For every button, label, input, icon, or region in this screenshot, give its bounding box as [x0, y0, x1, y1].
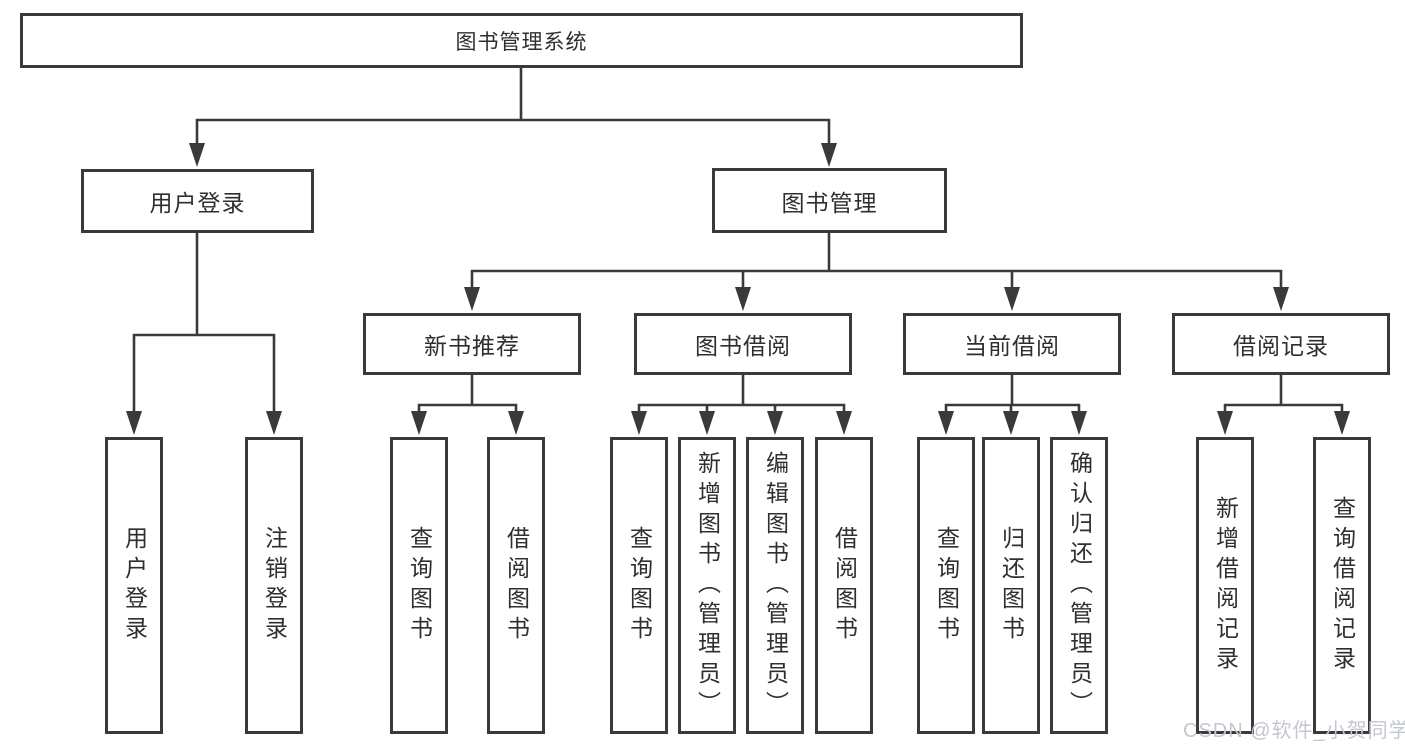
leaf-query-book-1-label: 查询图书	[406, 525, 433, 646]
connector-user-login-to-children	[126, 233, 282, 435]
node-current-borrow: 当前借阅	[903, 313, 1121, 375]
leaf-query-book-1: 查询图书	[390, 437, 448, 734]
leaf-return-book: 归还图书	[982, 437, 1040, 734]
leaf-borrow-book-2-label: 借阅图书	[831, 525, 858, 646]
leaf-add-borrow-record-label: 新增借阅记录	[1212, 495, 1239, 676]
connector-current-borrow-to-children	[938, 375, 1087, 435]
leaf-confirm-return-admin-label: 确认归还（管理员）	[1066, 450, 1093, 721]
leaf-edit-book-admin: 编辑图书（管理员）	[746, 437, 804, 734]
leaf-confirm-return-admin: 确认归还（管理员）	[1050, 437, 1108, 734]
leaf-add-borrow-record: 新增借阅记录	[1196, 437, 1254, 734]
connector-root-to-level2	[189, 68, 837, 167]
leaf-query-book-3-label: 查询图书	[933, 525, 960, 646]
leaf-user-login: 用户登录	[105, 437, 163, 734]
leaf-user-login-label: 用户登录	[121, 525, 148, 646]
node-borrow-record: 借阅记录	[1172, 313, 1390, 375]
node-root-system: 图书管理系统	[20, 13, 1023, 68]
connector-book-borrow-to-children	[631, 375, 852, 435]
node-user-login: 用户登录	[81, 169, 314, 233]
leaf-edit-book-admin-label: 编辑图书（管理员）	[762, 450, 789, 721]
connector-new-book-to-children	[411, 375, 524, 435]
node-book-borrow-label: 图书借阅	[695, 333, 791, 359]
node-new-book-recommend: 新书推荐	[363, 313, 581, 375]
leaf-borrow-book-1: 借阅图书	[487, 437, 545, 734]
leaf-query-book-2: 查询图书	[610, 437, 668, 734]
leaf-add-book-admin-label: 新增图书（管理员）	[694, 450, 721, 721]
leaf-borrow-book-1-label: 借阅图书	[503, 525, 530, 646]
node-user-login-label: 用户登录	[149, 190, 246, 216]
node-root-label: 图书管理系统	[455, 30, 588, 54]
node-book-borrow: 图书借阅	[634, 313, 852, 375]
leaf-query-book-3: 查询图书	[917, 437, 975, 734]
leaf-borrow-book-2: 借阅图书	[815, 437, 873, 734]
node-book-management: 图书管理	[712, 168, 947, 233]
leaf-query-borrow-record-label: 查询借阅记录	[1329, 495, 1356, 676]
csdn-watermark: CSDN @软件_小贺同学	[1183, 720, 1405, 742]
leaf-logout: 注销登录	[245, 437, 303, 734]
leaf-query-borrow-record: 查询借阅记录	[1313, 437, 1371, 734]
leaf-add-book-admin: 新增图书（管理员）	[678, 437, 736, 734]
leaf-return-book-label: 归还图书	[998, 525, 1025, 646]
node-current-borrow-label: 当前借阅	[964, 333, 1060, 359]
leaf-logout-label: 注销登录	[261, 525, 288, 646]
node-book-management-label: 图书管理	[781, 189, 878, 216]
leaf-query-book-2-label: 查询图书	[626, 525, 653, 646]
connector-book-management-to-level3	[464, 233, 1289, 311]
node-new-book-recommend-label: 新书推荐	[424, 333, 520, 359]
connector-borrow-record-to-children	[1217, 375, 1350, 435]
node-borrow-record-label: 借阅记录	[1233, 333, 1329, 359]
